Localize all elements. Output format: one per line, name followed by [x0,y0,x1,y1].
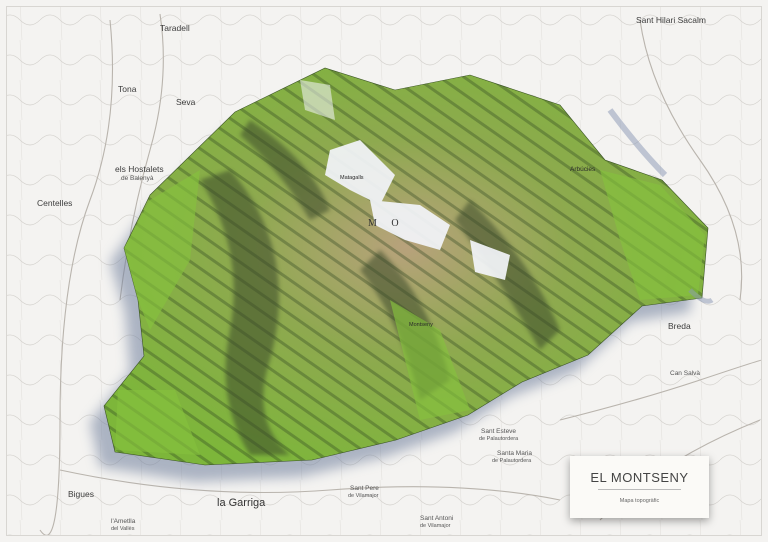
range-label: M O [368,218,405,229]
snow-peaks [300,80,510,280]
label-de-balenya: de Balenyà [121,175,154,182]
label-sant-pere: Sant Pere [350,485,379,492]
title-divider [598,489,681,490]
label-tona: Tona [118,84,137,94]
label-de-vilamajor: de Vilamajor [348,493,379,499]
label-els-hostalets: els Hostalets [115,164,164,174]
label-de-palautordera: de Palautordera [479,436,519,442]
label-sant-hilari-sacalm: Sant Hilari Sacalm [636,15,706,25]
label-montseny: Montseny [409,322,433,328]
label-breda: Breda [668,321,691,331]
label-lametlla: l'Ametlla [111,518,136,525]
label-del-valles: del Vallès [111,526,135,532]
label-matagalls: Matagalls [340,175,364,181]
label-sant-esteve: Sant Esteve [481,428,517,435]
label-la-garriga: la Garriga [217,497,266,509]
label-de-vilamajor-2: de Vilamajor [420,523,451,529]
label-taradell: Taradell [160,23,190,33]
label-centelles: Centelles [37,198,73,208]
label-sant-antoni: Sant Antoni [420,515,454,522]
map-subtitle: Mapa topogràfic [619,498,660,504]
label-de-palautordera-2: de Palautordera [492,458,532,464]
map-title-card: EL MONTSENY Mapa topogràfic [570,456,709,518]
label-bigues: Bigues [68,489,94,499]
label-santa-maria: Santa Maria [497,450,533,457]
green-slopes [115,170,705,455]
map-title: EL MONTSENY [590,470,689,485]
label-can-salva: Can Salvà [670,370,700,377]
label-seva: Seva [176,97,196,107]
label-arbucies: Arbúcies [570,166,596,173]
